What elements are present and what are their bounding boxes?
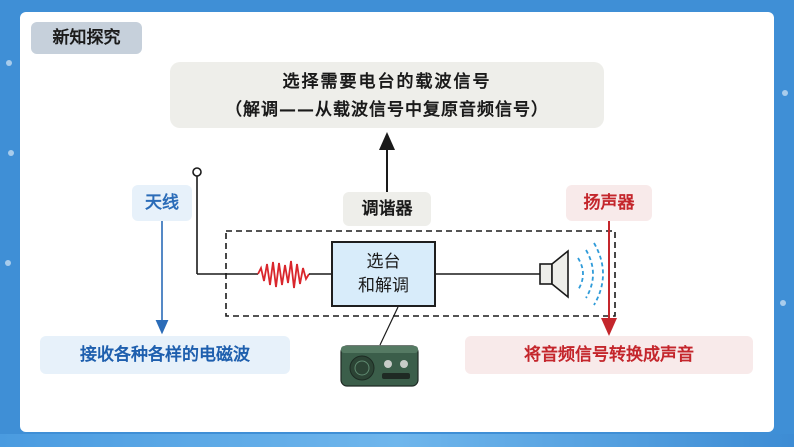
antenna-function-label: 接收各种各样的电磁波 [40, 336, 290, 374]
antenna-icon [192, 167, 202, 177]
decor-dot [782, 90, 788, 96]
speaker-label: 扬声器 [566, 185, 652, 221]
demodulation-line2: （解调——从载波信号中复原音频信号） [225, 100, 549, 120]
tuner-label: 调谐器 [343, 192, 431, 226]
selector-line2: 和解调 [358, 276, 409, 296]
demodulation-line1: 选择需要电台的载波信号 [282, 72, 492, 92]
demodulation-box: 选择需要电台的载波信号 （解调——从载波信号中复原音频信号） [170, 62, 604, 128]
sound-wave-icon [577, 242, 604, 306]
radio-icon [340, 345, 419, 387]
speaker-function-label: 将音频信号转换成声音 [465, 336, 753, 374]
decor-dot [8, 150, 14, 156]
decor-dot [6, 60, 12, 66]
decor-dot [5, 260, 11, 266]
speaker-icon [539, 249, 569, 299]
selector-line1: 选台 [366, 252, 401, 272]
decor-dot [780, 300, 786, 306]
selector-demodulator-box: 选台 和解调 [331, 241, 436, 307]
antenna-label: 天线 [132, 185, 192, 221]
selector-to-radio-line [379, 306, 399, 346]
section-tag: 新知探究 [31, 22, 142, 54]
signal-wave-icon [257, 260, 310, 289]
bottom-stripe [0, 434, 794, 447]
